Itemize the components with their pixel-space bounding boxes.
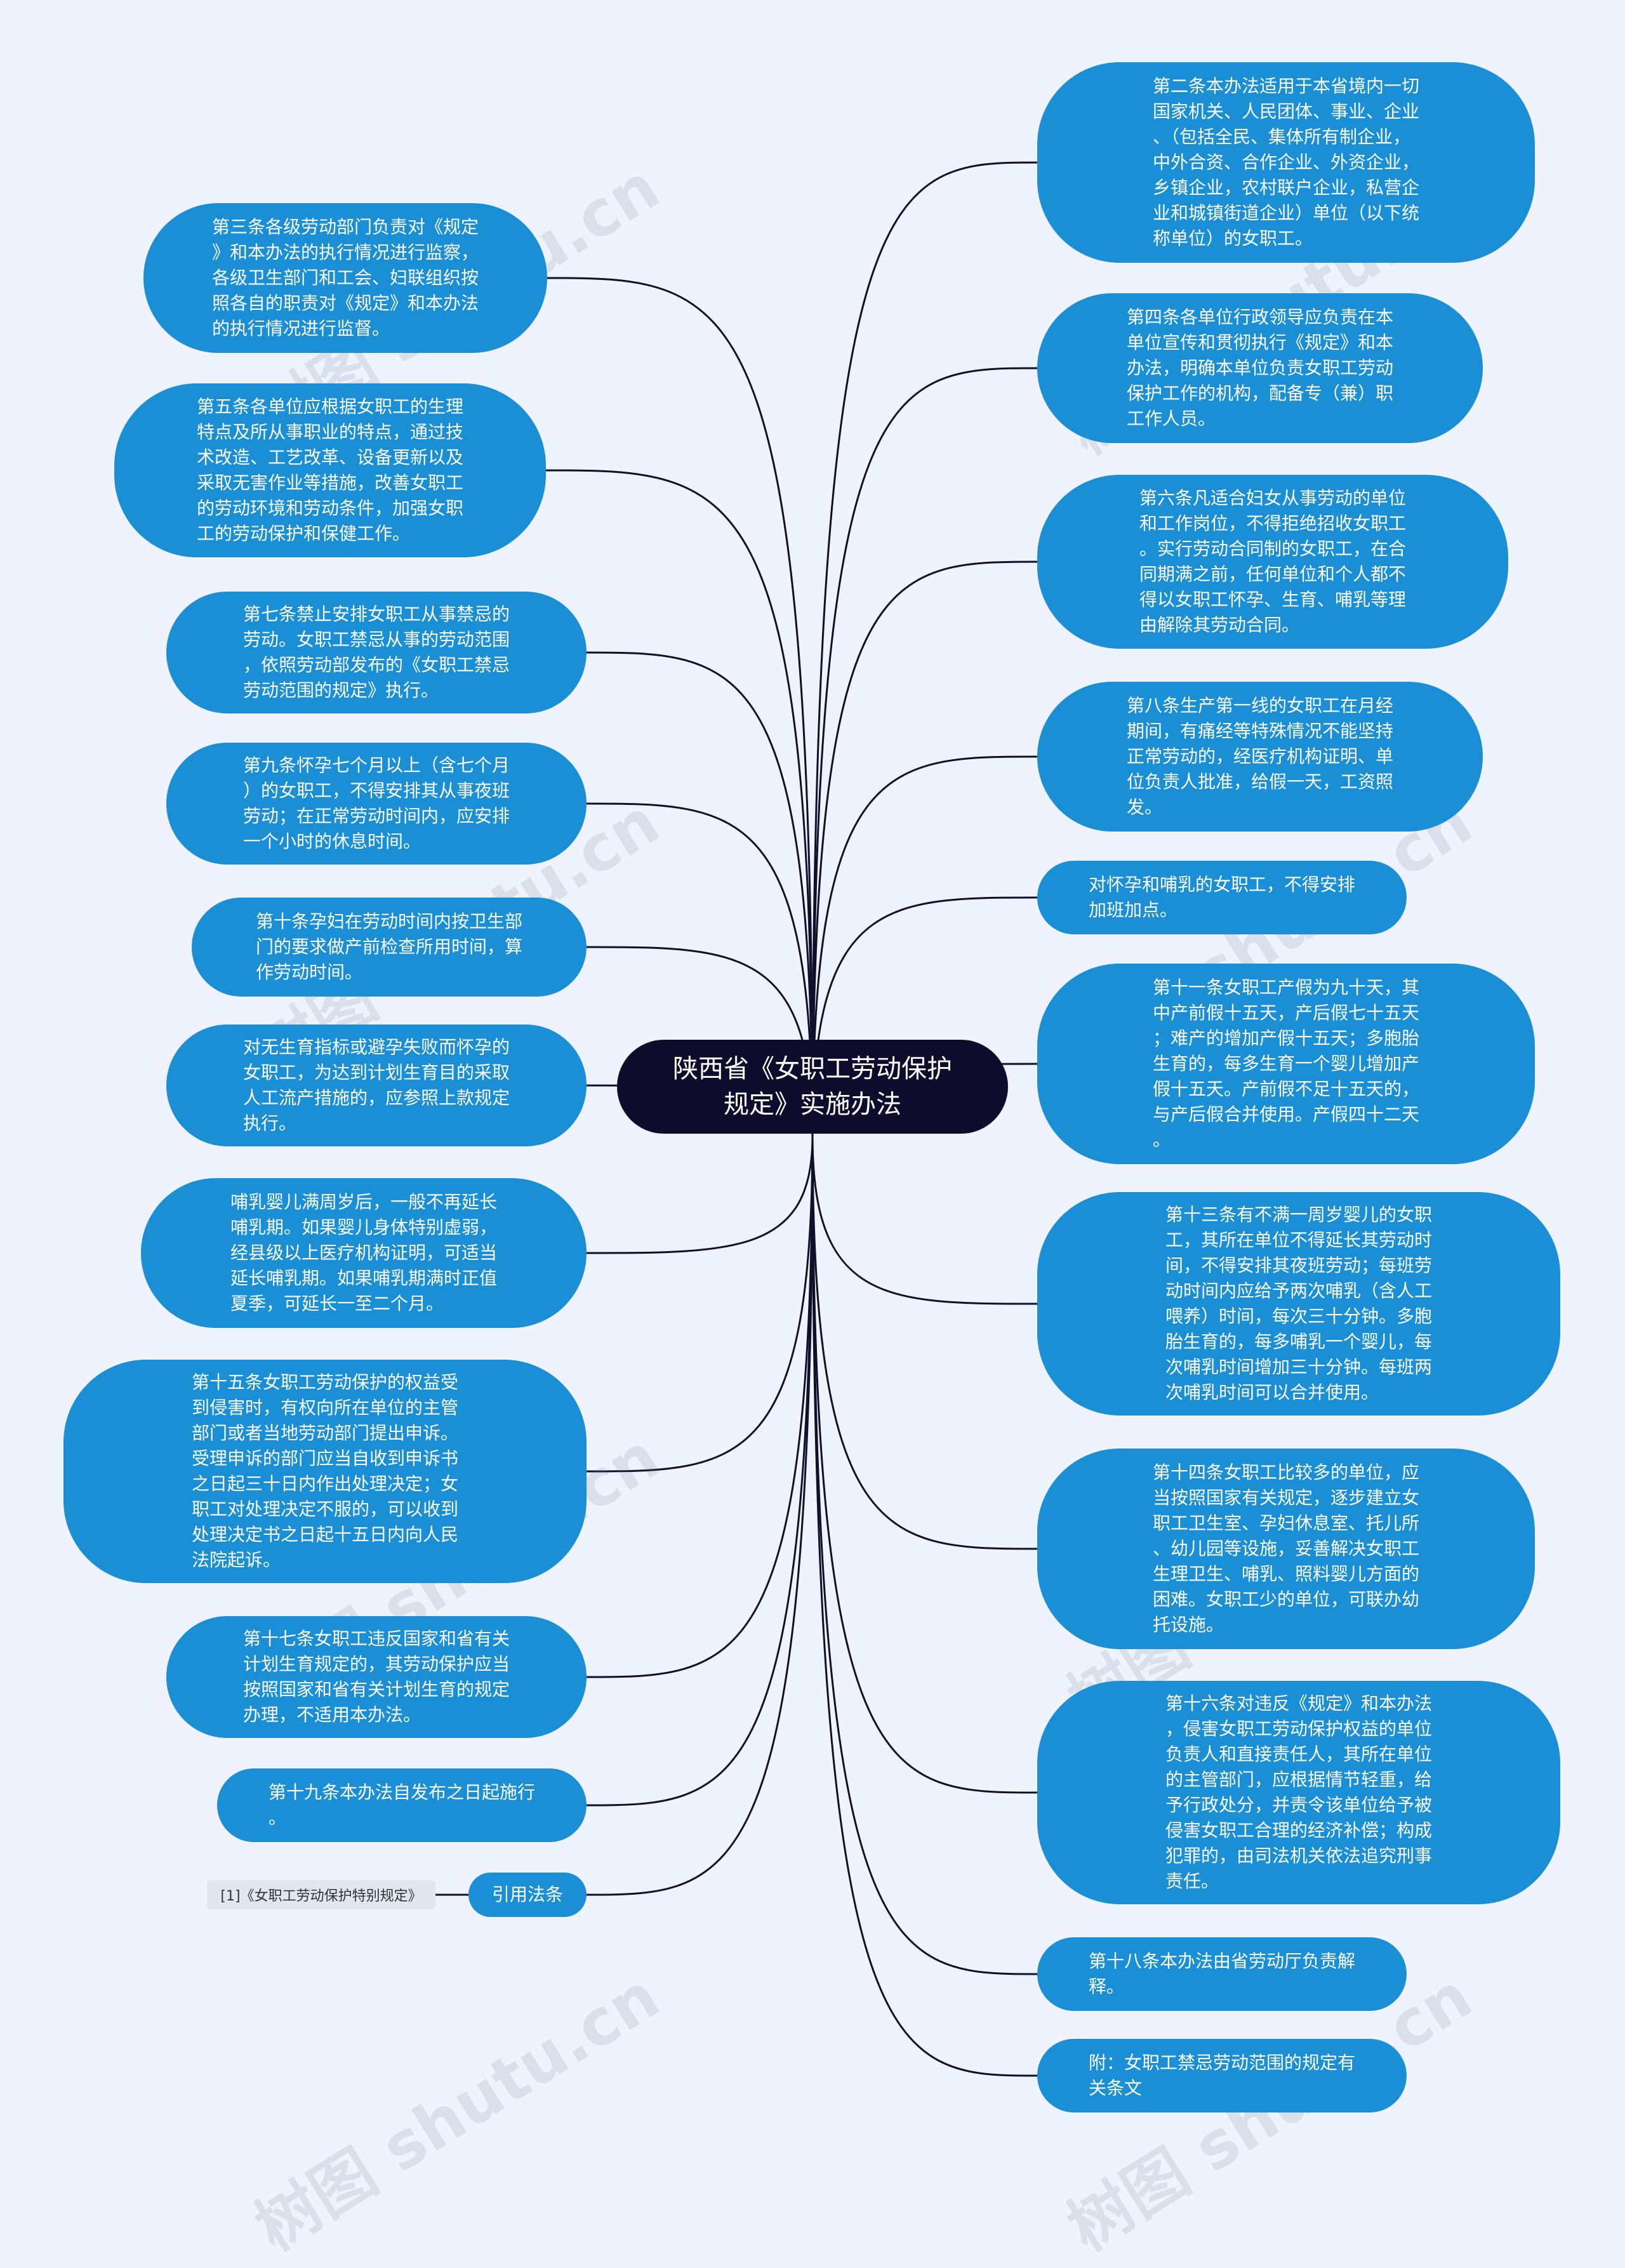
branch-article-4[interactable]: 第四条各单位行政领导应负责在本 单位宣传和贯彻执行《规定》和本 办法，明确本单位… [1037,293,1483,443]
branch-article-16[interactable]: 第十六条对违反《规定》和本办法 ，侵害女职工劳动保护权益的单位 负责人和直接责任… [1037,1681,1560,1904]
connector-line [811,1136,1038,1305]
branch-article-9[interactable]: 第九条怀孕七个月以上（含七个月 ）的女职工，不得安排其从事夜班 劳动；在正常劳动… [166,743,587,865]
connector-line [811,1136,1038,1550]
branch-article-18[interactable]: 第十八条本办法由省劳动厅负责解 释。 [1037,1937,1407,2011]
branch-nursing-extension[interactable]: 哺乳婴儿满周岁后，一般不再延长 哺乳期。如果婴儿身体特别虚弱， 经县级以上医疗机… [141,1178,587,1328]
branch-label: 对怀孕和哺乳的女职工，不得安排 加班加点。 [1088,874,1355,920]
connector-line [586,802,814,1137]
branch-label: 第十三条有不满一周岁婴儿的女职 工，其所在单位不得延长其劳动时 间，不得安排其夜… [1165,1204,1432,1403]
reference-label: [1]《女职工劳动保护特别规定》 [220,1888,422,1904]
connector-line [811,161,1038,1137]
connector-line [811,1136,1038,2077]
branch-label: 第十条孕妇在劳动时间内按卫生部 门的要求做产前检查所用时间，算 作劳动时间。 [255,911,522,983]
branch-article-5[interactable]: 第五条各单位应根据女职工的生理 特点及所从事职业的特点，通过技 术改造、工艺改革… [114,383,546,557]
branch-label: 第八条生产第一线的女职工在月经 期间，有痛经等特殊情况不能坚持 正常劳动的，经医… [1126,695,1393,818]
branch-label: 第十九条本办法自发布之日起施行 。 [268,1782,535,1828]
branch-article-17[interactable]: 第十七条女职工违反国家和省有关 计划生育规定的，其劳动保护应当 按照国家和省有关… [166,1616,587,1738]
branch-article-6[interactable]: 第六条凡适合妇女从事劳动的单位 和工作岗位，不得拒绝招收女职工 。实行劳动合同制… [1037,475,1508,649]
branch-article-14[interactable]: 第十四条女职工比较多的单位，应 当按照国家有关规定，逐步建立女 职工卫生室、孕妇… [1037,1449,1535,1649]
branch-appendix[interactable]: 附：女职工禁忌劳动范围的规定有 关条文 [1037,2039,1407,2112]
connector-line [586,1136,814,1254]
connector-line [586,651,814,1137]
branch-article-11[interactable]: 第十一条女职工产假为九十天，其 中产前假十五天，产后假七十五天 ；难产的增加产假… [1037,964,1535,1164]
branch-label: 引用法条 [491,1884,563,1905]
connector-line [586,1136,814,1678]
connector-line [811,367,1038,1137]
branch-label: 第十一条女职工产假为九十天，其 中产前假十五天，产后假七十五天 ；难产的增加产假… [1152,977,1419,1150]
branch-label: 对无生育指标或避孕失败而怀孕的 女职工，为达到计划生育目的采取 人工流产措施的，… [242,1037,510,1134]
connector-line [811,755,1038,1137]
branch-label: 附：女职工禁忌劳动范围的规定有 关条文 [1088,2052,1355,2099]
branch-label: 第十五条女职工劳动保护的权益受 到侵害时，有权向所在单位的主管 部门或者当地劳动… [191,1372,458,1570]
branch-article-19[interactable]: 第十九条本办法自发布之日起施行 。 [217,1768,587,1842]
branch-overtime-clause[interactable]: 对怀孕和哺乳的女职工，不得安排 加班加点。 [1037,861,1407,934]
branch-label: 第九条怀孕七个月以上（含七个月 ）的女职工，不得安排其从事夜班 劳动；在正常劳动… [242,755,510,852]
reference-item[interactable]: [1]《女职工劳动保护特别规定》 [207,1880,435,1909]
connector-line [586,1136,814,1807]
connector-line [811,1136,1038,1794]
branch-article-2[interactable]: 第二条本办法适用于本省境内一切 国家机关、人民团体、事业、企业 、（包括全民、集… [1037,62,1535,263]
branch-label: 第七条禁止安排女职工从事禁忌的 劳动。女职工禁忌从事的劳动范围 ，依照劳动部发布… [242,604,510,701]
branch-article-13[interactable]: 第十三条有不满一周岁婴儿的女职 工，其所在单位不得延长其劳动时 间，不得安排其夜… [1037,1192,1560,1416]
branch-label: 第四条各单位行政领导应负责在本 单位宣传和贯彻执行《规定》和本 办法，明确本单位… [1126,307,1393,429]
branch-label: 第十四条女职工比较多的单位，应 当按照国家有关规定，逐步建立女 职工卫生室、孕妇… [1152,1462,1419,1635]
branch-cited-laws[interactable]: 引用法条 [468,1873,587,1917]
branch-label: 第十七条女职工违反国家和省有关 计划生育规定的，其劳动保护应当 按照国家和省有关… [242,1628,510,1725]
connector-line [811,560,1038,1137]
connector-line [586,1136,814,1896]
mind-map-canvas: 树图 shutu.cn 树图 shutu.cn 树图 shutu.cn 树图 s… [63,62,1560,2265]
branch-article-3[interactable]: 第三条各级劳动部门负责对《规定 》和本办法的执行情况进行监察， 各级卫生部门和工… [143,203,547,353]
connector-line [811,1136,1038,1975]
branch-label: 第十八条本办法由省劳动厅负责解 释。 [1088,1951,1355,1997]
branch-article-15[interactable]: 第十五条女职工劳动保护的权益受 到侵害时，有权向所在单位的主管 部门或者当地劳动… [63,1360,587,1583]
branch-label: 哺乳婴儿满周岁后，一般不再延长 哺乳期。如果婴儿身体特别虚弱， 经县级以上医疗机… [230,1191,497,1314]
connector-line [545,469,814,1137]
branch-label: 第五条各单位应根据女职工的生理 特点及所从事职业的特点，通过技 术改造、工艺改革… [196,396,463,544]
central-topic-label: 陕西省《女职工劳动保护 规定》实施办法 [673,1054,952,1119]
branch-label: 第六条凡适合妇女从事劳动的单位 和工作岗位，不得拒绝招收女职工 。实行劳动合同制… [1139,487,1406,635]
central-topic[interactable]: 陕西省《女职工劳动保护 规定》实施办法 [617,1040,1008,1134]
branch-article-10[interactable]: 第十条孕妇在劳动时间内按卫生部 门的要求做产前检查所用时间，算 作劳动时间。 [192,898,587,997]
branch-label: 第十六条对违反《规定》和本办法 ，侵害女职工劳动保护权益的单位 负责人和直接责任… [1165,1693,1432,1892]
branch-article-8[interactable]: 第八条生产第一线的女职工在月经 期间，有痛经等特殊情况不能坚持 正常劳动的，经医… [1037,682,1483,832]
branch-label: 第二条本办法适用于本省境内一切 国家机关、人民团体、事业、企业 、（包括全民、集… [1152,76,1419,249]
connector-line [547,277,814,1137]
branch-abortion-clause[interactable]: 对无生育指标或避孕失败而怀孕的 女职工，为达到计划生育目的采取 人工流产措施的，… [166,1025,587,1146]
branch-article-7[interactable]: 第七条禁止安排女职工从事禁忌的 劳动。女职工禁忌从事的劳动范围 ，依照劳动部发布… [166,592,587,713]
branch-label: 第三条各级劳动部门负责对《规定 》和本办法的执行情况进行监察， 各级卫生部门和工… [211,216,479,339]
connector-line [586,1136,814,1473]
